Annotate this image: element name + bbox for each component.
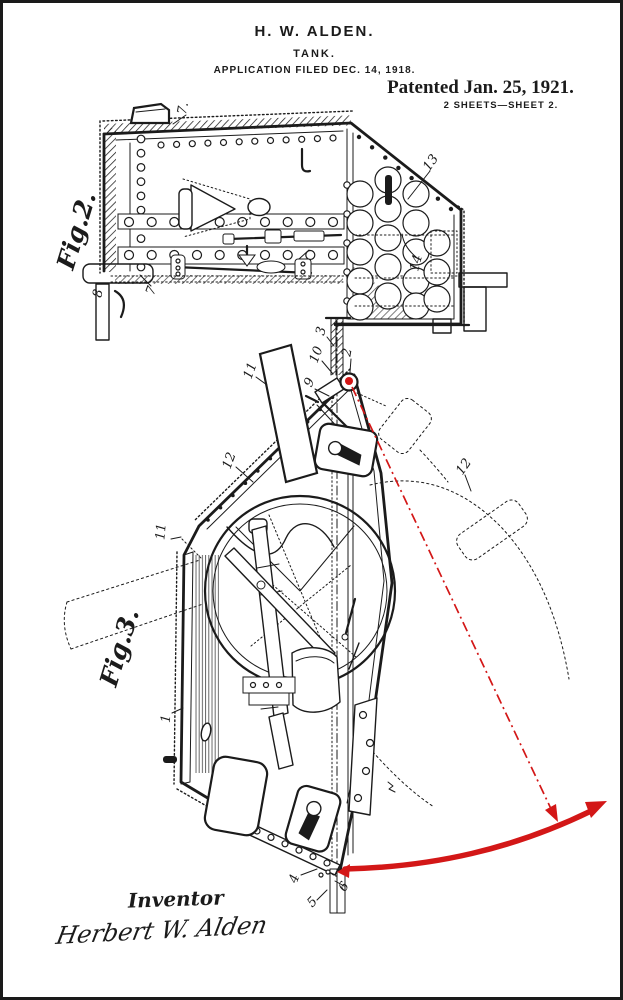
fig3-seat <box>291 647 341 713</box>
fig3-ref-11-side: 11 <box>153 523 169 541</box>
fig3-ref-3: 3 <box>313 325 330 337</box>
fig2-shell-rack <box>346 166 458 321</box>
fig3-bottom-rivets <box>253 827 331 867</box>
annotation-origin-dot <box>345 377 353 385</box>
figure-3-label: Fig.3. <box>94 605 145 690</box>
fig2-ref-14: 14 <box>407 253 426 273</box>
fig3-keyhole-plate <box>284 784 342 853</box>
fig2-interior <box>110 178 462 284</box>
leader-lines <box>139 114 472 901</box>
figure-3 <box>63 316 570 914</box>
annotation-dashed-arrowhead <box>545 804 558 822</box>
fig2-shells <box>346 166 451 321</box>
fig3-ref-6: 6 <box>336 879 353 894</box>
fig3-door-closed <box>313 422 379 478</box>
inventor-caption: Inventor <box>126 885 225 912</box>
fig2-roof-hatch <box>129 102 171 125</box>
fig2-rod-upper <box>222 229 343 245</box>
fig3-gun-ghost <box>63 559 204 650</box>
fig2-rail1-rivets <box>123 216 339 228</box>
fig2-roof-rivets <box>157 134 337 149</box>
fig3-ref-9: 9 <box>301 376 318 390</box>
annotation-curve-arrowhead-right <box>585 801 607 818</box>
fig3-swing-arc <box>369 480 570 680</box>
annotation-curve-arrowhead-left <box>337 864 350 878</box>
fig3-hull <box>173 368 394 877</box>
application-filed-line: APPLICATION FILED DEC. 14, 1918. <box>213 65 416 76</box>
patent-inventor-name: H. W. ALDEN. <box>254 23 375 40</box>
patented-date: Patented Jan. 25, 1921. <box>387 77 574 98</box>
fig3-ref-2: 2 <box>339 347 355 359</box>
fig3-ref-5: 5 <box>304 894 320 910</box>
fig2-brackets <box>82 263 508 341</box>
fig2-ref-7-top: 7. <box>175 101 192 116</box>
fig3-ref-11-gun: 11 <box>241 360 261 381</box>
fig3-tail-post <box>318 868 346 914</box>
annotation-dashed-line <box>351 386 553 812</box>
patent-title: TANK. <box>293 48 336 60</box>
fig2-ref-7-bottom: 7 <box>143 284 160 298</box>
fig3-ref-12-arc: 12 <box>453 456 475 478</box>
red-annotation <box>337 377 607 878</box>
fig3-ref-12-door: 12 <box>220 450 240 471</box>
fig3-ref-4: 4 <box>286 872 303 886</box>
sheet-number: 2 SHEETS—SHEET 2. <box>443 100 559 111</box>
fig3-interior <box>163 518 360 853</box>
fig3-gun-beam <box>258 343 319 484</box>
fig2-rail2-rivets <box>123 249 339 261</box>
fig3-ref-1: 1 <box>159 714 175 724</box>
figure-2-label: Fig.2. <box>51 188 102 273</box>
fig3-plate-holes <box>353 710 375 803</box>
fig2-ref-13: 13 <box>420 152 442 174</box>
fig3-floor-panel <box>203 755 269 837</box>
patent-drawing: 7. 13 14 8 7 3 10 2 9 11 12 12 11 1 4 6 … <box>51 101 607 950</box>
fig2-linkage-lower <box>170 244 313 280</box>
annotation-curved-arrow <box>342 808 594 872</box>
figure-2 <box>82 102 508 341</box>
fig3-ref-10: 10 <box>307 344 327 365</box>
fig3-pivot-post <box>304 316 359 432</box>
fig2-ref-8: 8 <box>90 288 106 299</box>
fig2-reference-numerals: 7. 13 14 8 7 <box>90 101 442 299</box>
inventor-signature: Herbert W. Alden <box>53 910 270 950</box>
